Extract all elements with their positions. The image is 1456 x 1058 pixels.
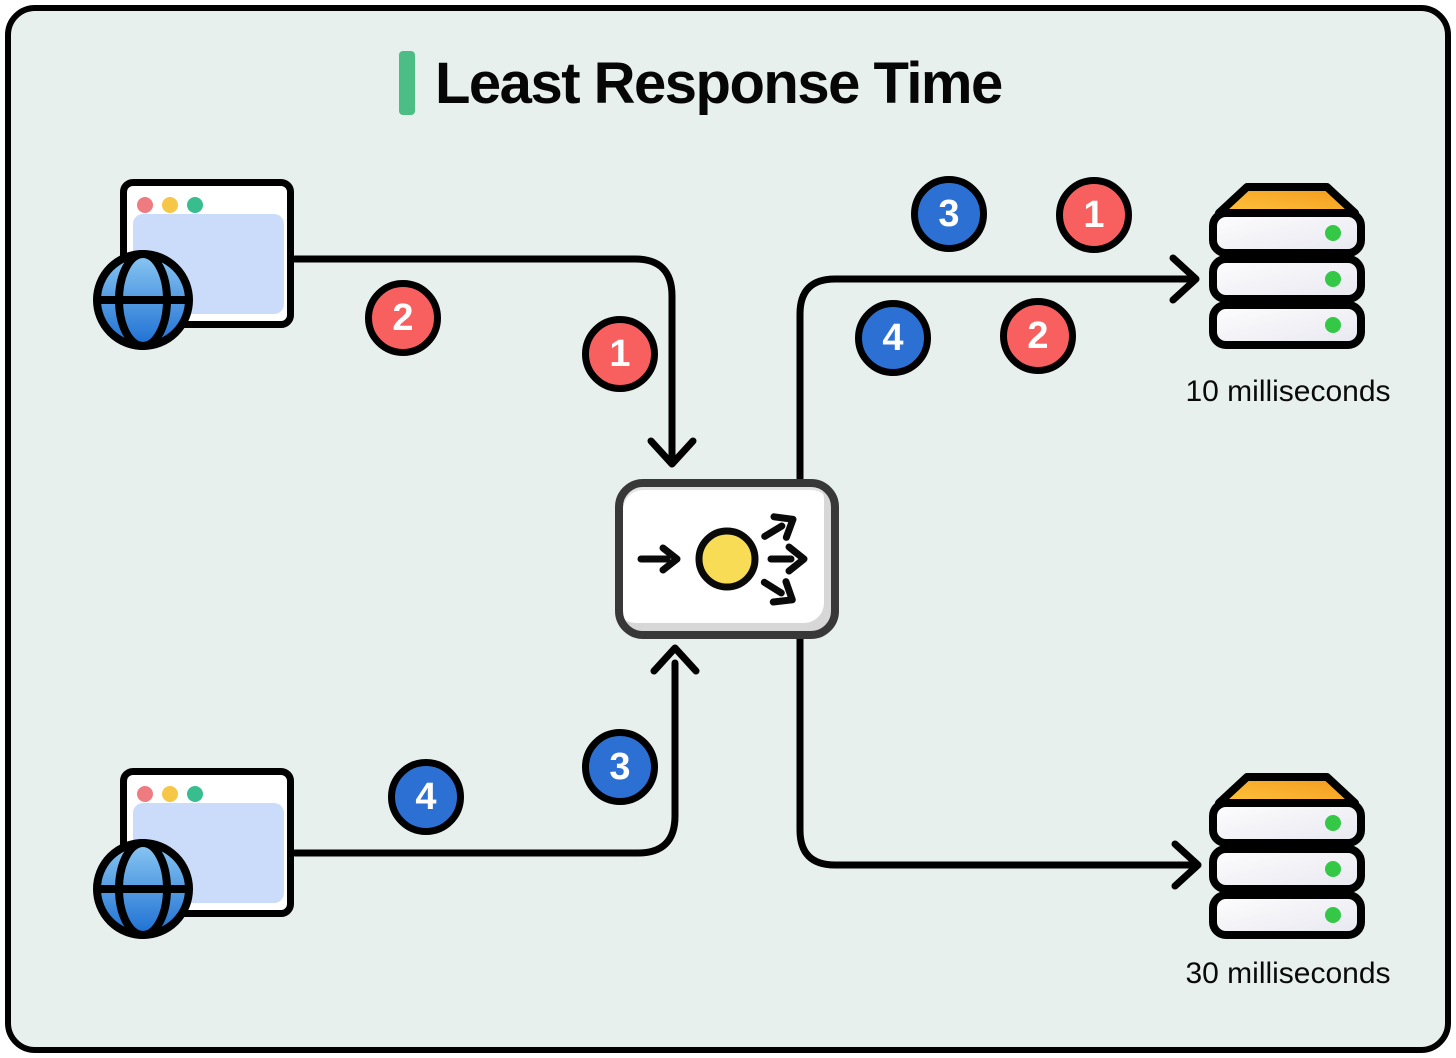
arrowhead-up-icon — [650, 644, 700, 675]
fan-out-icon — [637, 513, 808, 606]
server-tier — [1209, 891, 1365, 939]
server-tier — [1209, 209, 1365, 257]
window-traffic-dots — [137, 197, 203, 213]
page-title: Least Response Time — [435, 50, 1003, 116]
server1-stack-icon — [1209, 183, 1365, 349]
wire-client2-to-balancer — [291, 659, 679, 857]
arrowhead-down-icon — [647, 437, 697, 468]
wire-client1-to-balancer — [291, 255, 676, 465]
wire-balancer-to-server2 — [796, 567, 1200, 869]
globe-icon — [93, 250, 193, 350]
globe-icon — [93, 839, 193, 939]
server-tier — [1209, 799, 1365, 847]
server-led — [1325, 815, 1341, 831]
request-badge-2-red: 2 — [1000, 298, 1076, 374]
server-led — [1325, 907, 1341, 923]
request-badge-1-red: 1 — [1056, 177, 1132, 253]
request-badge-3-blue: 3 — [911, 176, 987, 252]
title-block: Least Response Time — [399, 49, 1003, 117]
diagram-canvas: Least Response Time — [5, 5, 1451, 1053]
wire-balancer-to-server1 — [796, 275, 1198, 575]
window-dot-yellow — [162, 197, 178, 213]
window-dot-green — [187, 197, 203, 213]
server-led — [1325, 861, 1341, 877]
request-badge-4-blue: 4 — [388, 759, 464, 835]
balancer-dot — [695, 527, 759, 591]
title-accent-bar — [399, 51, 415, 115]
server2-latency-label: 30 milliseconds — [1185, 957, 1391, 990]
window-dot-red — [137, 786, 153, 802]
request-badge-2-red: 2 — [365, 280, 441, 356]
request-badge-3-blue: 3 — [582, 729, 658, 805]
server-tier — [1209, 845, 1365, 893]
server-led — [1325, 317, 1341, 333]
window-traffic-dots — [137, 786, 203, 802]
request-badge-1-red: 1 — [582, 316, 658, 392]
connection-wires — [291, 254, 1202, 890]
server1-latency-label: 10 milliseconds — [1185, 375, 1391, 408]
window-dot-green — [187, 786, 203, 802]
arrowhead-right-icon — [1171, 840, 1202, 890]
window-dot-yellow — [162, 786, 178, 802]
request-badge-4-blue: 4 — [855, 300, 931, 376]
load-balancer-icon — [615, 479, 839, 639]
server-tier — [1209, 301, 1365, 349]
arrowhead-right-icon — [1169, 254, 1200, 304]
server-led — [1325, 225, 1341, 241]
server-led — [1325, 271, 1341, 287]
server-tier — [1209, 255, 1365, 303]
window-dot-red — [137, 197, 153, 213]
server2-stack-icon — [1209, 773, 1365, 939]
